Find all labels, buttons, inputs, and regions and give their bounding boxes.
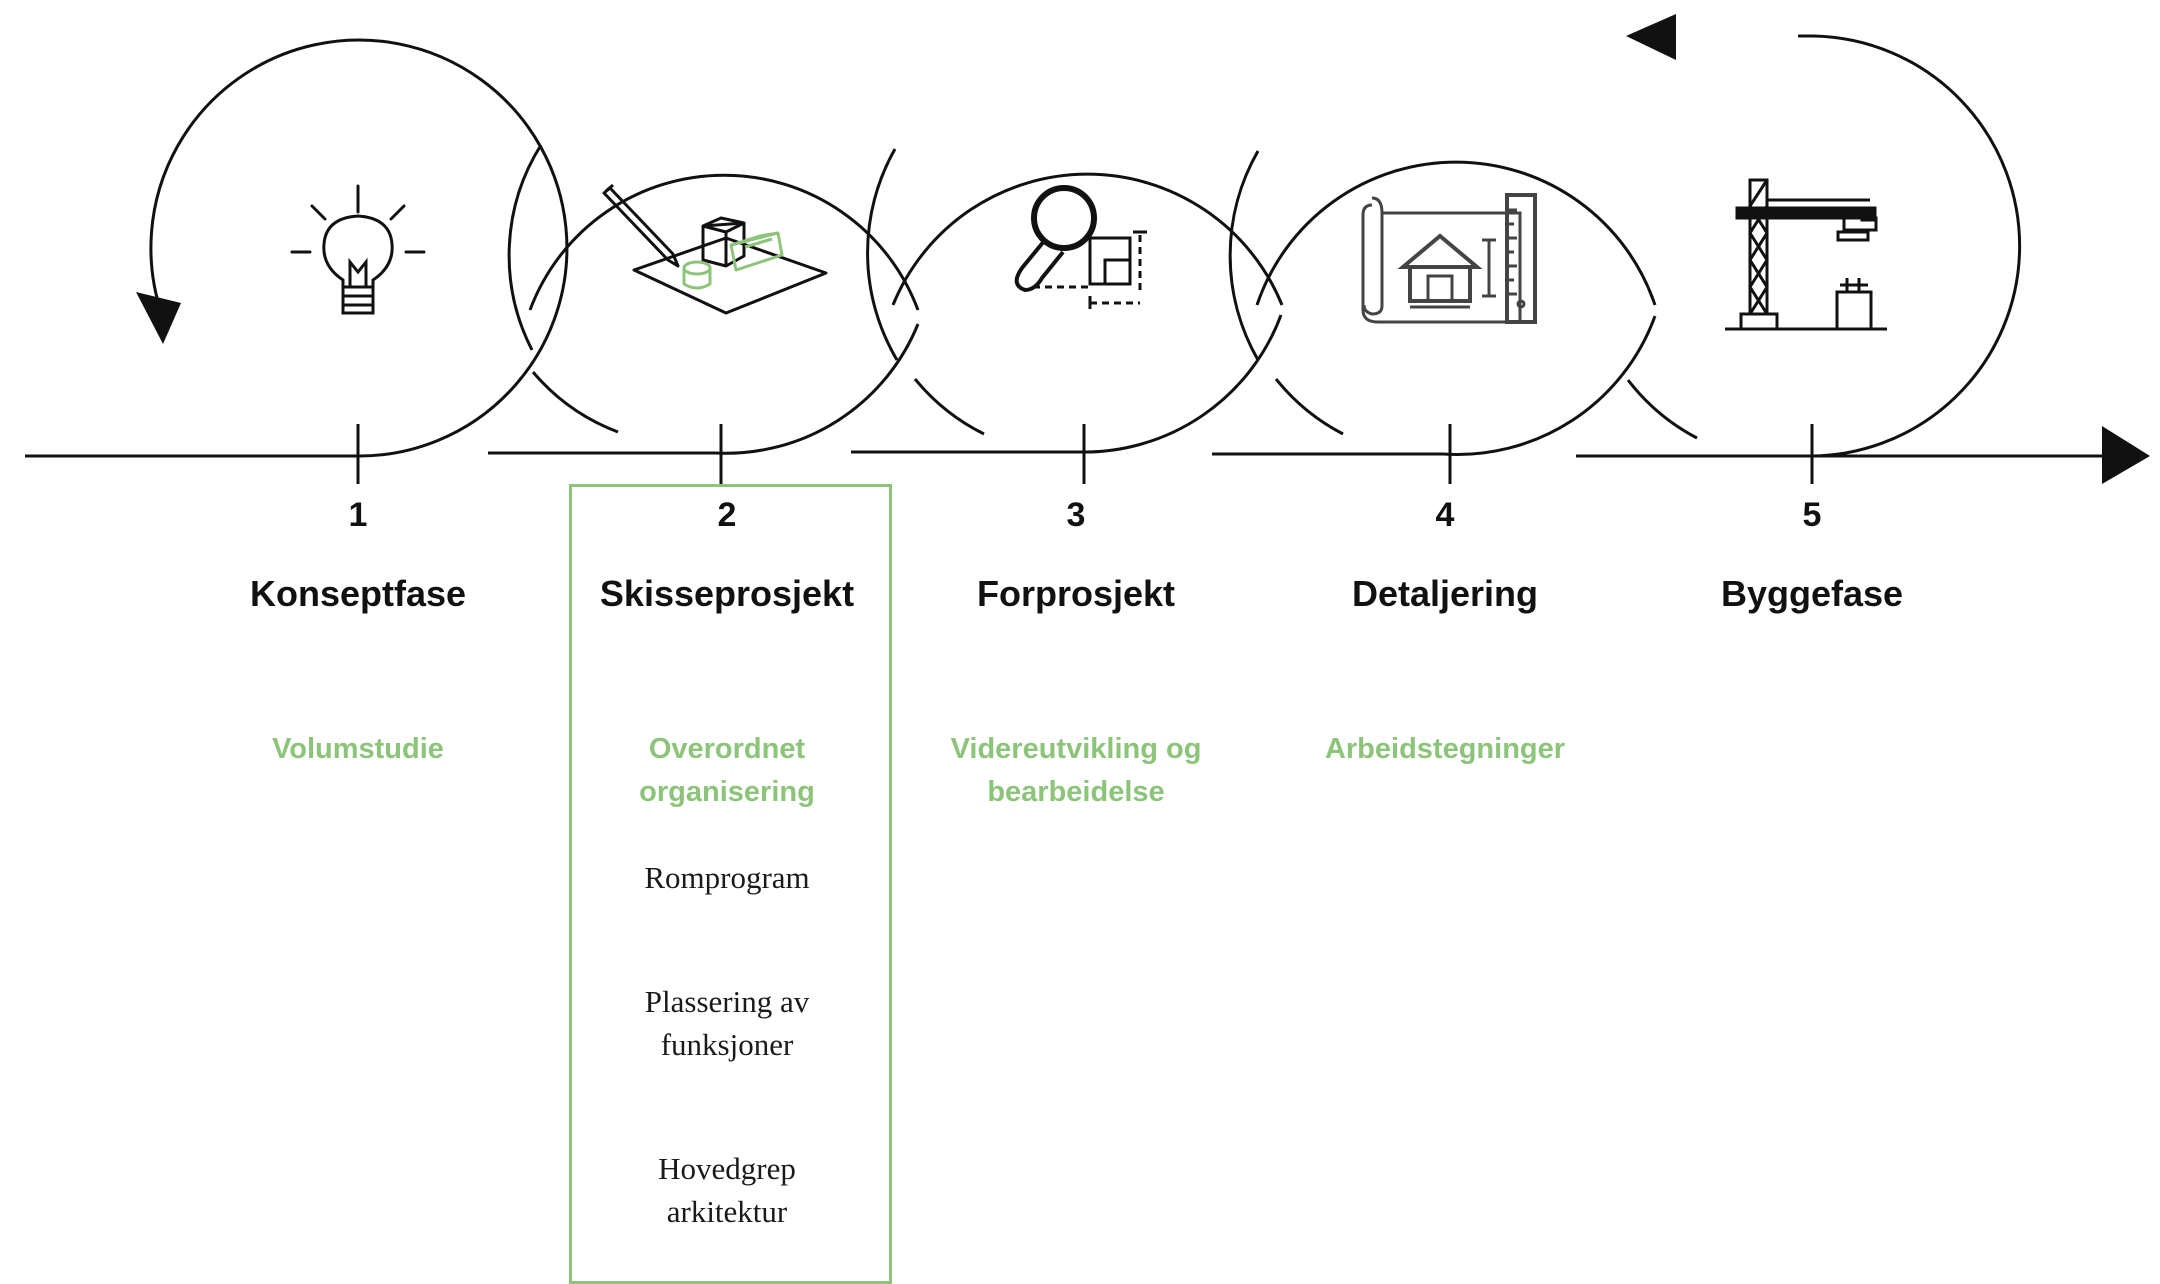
phase-subtitle: Videreutvikling og bearbeidelse	[950, 733, 1202, 808]
phase-2: 2 Skisseprosjekt Overordnet organisering…	[567, 490, 887, 1233]
loop-2	[507, 144, 920, 455]
phase-number: 3	[1066, 496, 1086, 534]
lightbulb-icon	[290, 184, 426, 315]
sketch-model-icon	[602, 183, 828, 315]
phase-title: Skisseprosjekt	[599, 573, 855, 614]
phase-title: Detaljering	[1351, 573, 1539, 614]
timeline-ticks	[356, 424, 1814, 484]
loop-5	[1626, 34, 2022, 458]
loop-4	[1228, 150, 1657, 456]
loop-5-arrow	[1626, 14, 1676, 60]
phase-number: 1	[348, 496, 368, 534]
phase-number: 5	[1802, 496, 1822, 534]
magnifier-plan-icon	[1014, 185, 1147, 309]
phase-4: 4 Detaljering Arbeidstegninger	[1285, 490, 1605, 771]
phase-detail: Hovedgrep arkitektur	[658, 1151, 796, 1229]
blueprint-icon	[1361, 193, 1537, 324]
phase-title: Konseptfase	[249, 573, 467, 614]
loop-3	[866, 148, 1284, 454]
phase-title: Byggefase	[1720, 573, 1904, 614]
phase-subtitle: Overordnet organisering	[639, 733, 815, 808]
phase-subtitle: Arbeidstegninger	[1324, 733, 1566, 765]
loop-1-arrow	[136, 292, 181, 344]
phase-5: 5 Byggefase	[1652, 490, 1972, 728]
timeline-baseline	[25, 450, 2110, 458]
timeline-end-arrow	[2102, 426, 2150, 484]
crane-icon	[1725, 178, 1887, 331]
phase-1: 1 Konseptfase Volumstudie	[198, 490, 518, 771]
loop-1	[149, 38, 569, 458]
phase-number: 4	[1435, 496, 1455, 534]
phase-detail: Plassering av funksjoner	[644, 984, 810, 1062]
phase-detail: Romprogram	[644, 860, 810, 895]
phase-title: Forprosjekt	[976, 573, 1176, 614]
phase-number: 2	[717, 496, 737, 534]
phase-subtitle: Volumstudie	[272, 733, 444, 765]
phase-3: 3 Forprosjekt Videreutvikling og bearbei…	[916, 490, 1236, 814]
